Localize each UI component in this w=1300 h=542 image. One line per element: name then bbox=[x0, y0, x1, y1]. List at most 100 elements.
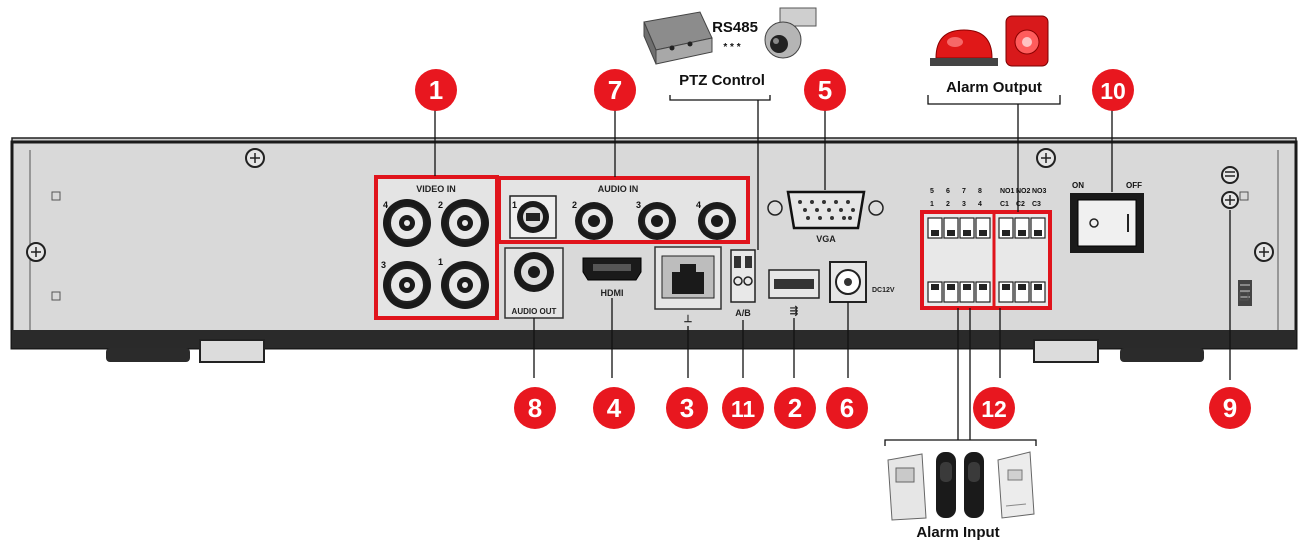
alarm-in-6: 6 bbox=[946, 188, 950, 195]
alarm-top-row-labels: 5 6 7 8 1 2 3 4 NO1 NO2 NO3 C1 C2 C3 bbox=[930, 188, 1047, 208]
ab-label: A/B bbox=[735, 308, 751, 318]
alarm-in-5: 5 bbox=[930, 188, 934, 195]
marker-6: 6 bbox=[826, 387, 868, 429]
vga-port: VGA bbox=[767, 190, 884, 244]
marker-6-number: 6 bbox=[840, 393, 854, 423]
video-ch-3: 3 bbox=[381, 260, 386, 270]
marker-2-number: 2 bbox=[788, 393, 802, 423]
motion-detector-icon bbox=[887, 453, 927, 521]
alarm-input-devices: Alarm Input bbox=[887, 451, 1035, 541]
audio-out-port: AUDIO OUT bbox=[504, 247, 564, 319]
marker-4-number: 4 bbox=[607, 393, 622, 423]
chassis-screws bbox=[26, 148, 1274, 262]
video-in-block: VIDEO IN 4 2 3 1 bbox=[374, 175, 499, 320]
alarm-no-1: NO1 bbox=[1000, 188, 1015, 195]
video-ch-1: 1 bbox=[438, 257, 443, 267]
marker-9-circle bbox=[1209, 387, 1251, 429]
video-ch-2: 2 bbox=[438, 200, 443, 210]
power-switch: ON OFF bbox=[1070, 181, 1144, 253]
leader-lines bbox=[434, 95, 1231, 446]
marker-4: 4 bbox=[593, 387, 635, 429]
rs485-label: RS485 bbox=[712, 19, 758, 36]
rs485-terminal: A/B bbox=[730, 249, 756, 318]
siren-light-icon bbox=[930, 29, 998, 66]
marker-5-number: 5 bbox=[818, 75, 832, 105]
audio-ch-3: 3 bbox=[636, 200, 641, 210]
bnc-video-2 bbox=[441, 199, 489, 247]
marker-12-number: 12 bbox=[981, 396, 1007, 422]
hdmi-port: HDMI bbox=[582, 257, 642, 298]
marker-7: 7 bbox=[594, 69, 636, 111]
dc-power-port: DC12V bbox=[829, 261, 895, 303]
marker-8-number: 8 bbox=[528, 393, 542, 423]
marker-11-circle bbox=[722, 387, 764, 429]
rs485-stars: * * * bbox=[723, 42, 740, 53]
marker-9-number: 9 bbox=[1223, 393, 1237, 423]
rca-audio-1 bbox=[517, 201, 549, 233]
marker-3-circle bbox=[666, 387, 708, 429]
beam-sensor-icon-1 bbox=[936, 452, 956, 518]
marker-11-number: 11 bbox=[731, 396, 756, 422]
audio-ch-2: 2 bbox=[572, 200, 577, 210]
network-symbol: ⊥ bbox=[684, 314, 693, 325]
smoke-detector-icon bbox=[997, 451, 1035, 519]
marker-2-circle bbox=[774, 387, 816, 429]
alarm-in-8: 8 bbox=[978, 188, 982, 195]
marker-1: 1 bbox=[415, 69, 457, 111]
alarm-no-3: NO3 bbox=[1032, 188, 1047, 195]
alarm-input-label: Alarm Input bbox=[916, 524, 999, 541]
audio-in-label: AUDIO IN bbox=[598, 184, 639, 194]
bnc-audio-4 bbox=[698, 202, 736, 240]
alarm-in-4: 4 bbox=[978, 201, 982, 208]
alarm-siren-icon bbox=[1005, 15, 1049, 67]
marker-1-number: 1 bbox=[429, 75, 443, 105]
marker-1-circle bbox=[415, 69, 457, 111]
audio-ch-1: 1 bbox=[512, 200, 517, 210]
marker-5: 5 bbox=[804, 69, 846, 111]
alarm-c-3: C3 bbox=[1032, 201, 1041, 208]
alarm-output-devices: Alarm Output bbox=[930, 15, 1049, 96]
alarm-no-2: NO2 bbox=[1016, 188, 1031, 195]
switch-off-label: OFF bbox=[1126, 181, 1142, 190]
alarm-in-7: 7 bbox=[962, 188, 966, 195]
alarm-output-label: Alarm Output bbox=[946, 79, 1042, 96]
marker-3-number: 3 bbox=[680, 393, 694, 423]
video-ch-4: 4 bbox=[383, 200, 388, 210]
marker-3: 3 bbox=[666, 387, 708, 429]
bnc-audio-2 bbox=[575, 202, 613, 240]
audio-ch-4: 4 bbox=[696, 200, 701, 210]
dc-label: DC12V bbox=[872, 287, 895, 294]
marker-12-circle bbox=[973, 387, 1015, 429]
beam-sensor-icon-2 bbox=[964, 452, 984, 518]
audio-in-block: AUDIO IN 1 2 3 4 bbox=[497, 176, 750, 244]
marker-5-circle bbox=[804, 69, 846, 111]
rs485-converter-icon bbox=[643, 11, 713, 65]
marker-8-circle bbox=[514, 387, 556, 429]
bnc-video-1 bbox=[441, 261, 489, 309]
marker-6-circle bbox=[826, 387, 868, 429]
marker-7-number: 7 bbox=[608, 75, 622, 105]
ptz-control-devices: RS485 * * * PTZ Control bbox=[643, 7, 817, 89]
marker-11: 11 bbox=[722, 387, 764, 429]
marker-12: 12 bbox=[973, 387, 1015, 429]
marker-8: 8 bbox=[514, 387, 556, 429]
marker-10-number: 10 bbox=[1100, 78, 1126, 104]
alarm-c-2: C2 bbox=[1016, 201, 1025, 208]
usb-port: ⇶ bbox=[768, 269, 820, 317]
network-port: ⊥ bbox=[654, 246, 722, 325]
alarm-c-1: C1 bbox=[1000, 201, 1009, 208]
video-in-label: VIDEO IN bbox=[416, 184, 456, 194]
bnc-audio-3 bbox=[638, 202, 676, 240]
bnc-video-3 bbox=[383, 261, 431, 309]
audio-out-label: AUDIO OUT bbox=[512, 307, 557, 316]
marker-10-circle bbox=[1092, 69, 1134, 111]
marker-2: 2 bbox=[774, 387, 816, 429]
marker-9: 9 bbox=[1209, 387, 1251, 429]
alarm-in-2: 2 bbox=[946, 201, 950, 208]
marker-4-circle bbox=[593, 387, 635, 429]
ptz-control-label: PTZ Control bbox=[679, 72, 765, 89]
alarm-in-3: 3 bbox=[962, 201, 966, 208]
marker-7-circle bbox=[594, 69, 636, 111]
chassis-feet bbox=[106, 339, 1204, 363]
